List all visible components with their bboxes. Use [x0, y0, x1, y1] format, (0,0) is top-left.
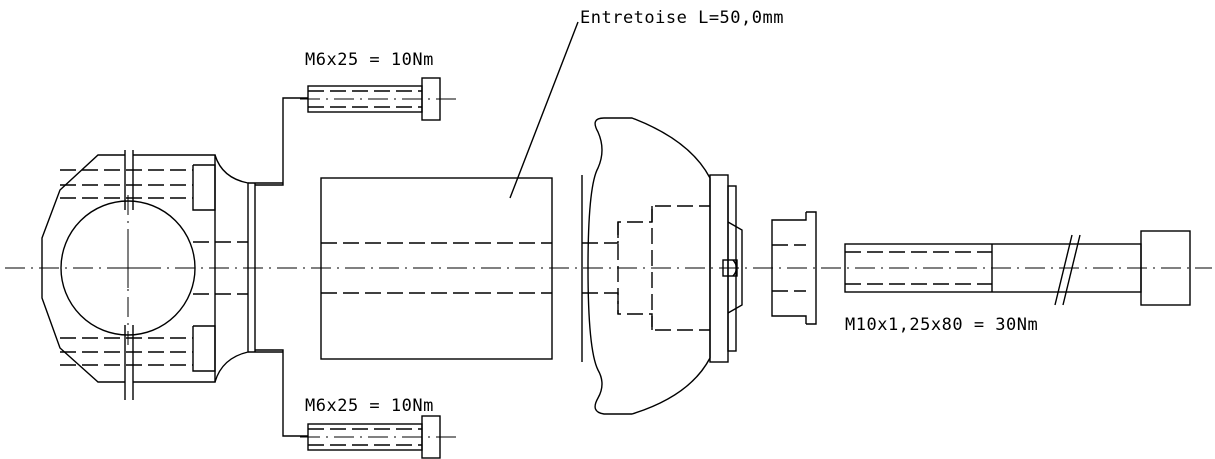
top-bolt-leader	[255, 97, 308, 186]
m10-bolt-label: M10x1,25x80 = 30Nm	[845, 315, 1039, 335]
bottom-bolt-leader	[255, 349, 308, 437]
bolt-m6-bottom	[300, 415, 460, 459]
bottom-bolt-label: M6x25 = 10Nm	[305, 396, 434, 416]
bolt-m10	[844, 230, 1191, 306]
knob-cap	[581, 117, 743, 415]
spacer-part	[320, 177, 553, 360]
washer	[771, 211, 817, 325]
bolt-m6-top	[300, 77, 460, 121]
top-bolt-label: M6x25 = 10Nm	[305, 50, 434, 70]
clamp-body	[41, 150, 283, 400]
spacer-leader	[509, 21, 579, 199]
spacer-label: Entretoise L=50,0mm	[580, 8, 784, 28]
